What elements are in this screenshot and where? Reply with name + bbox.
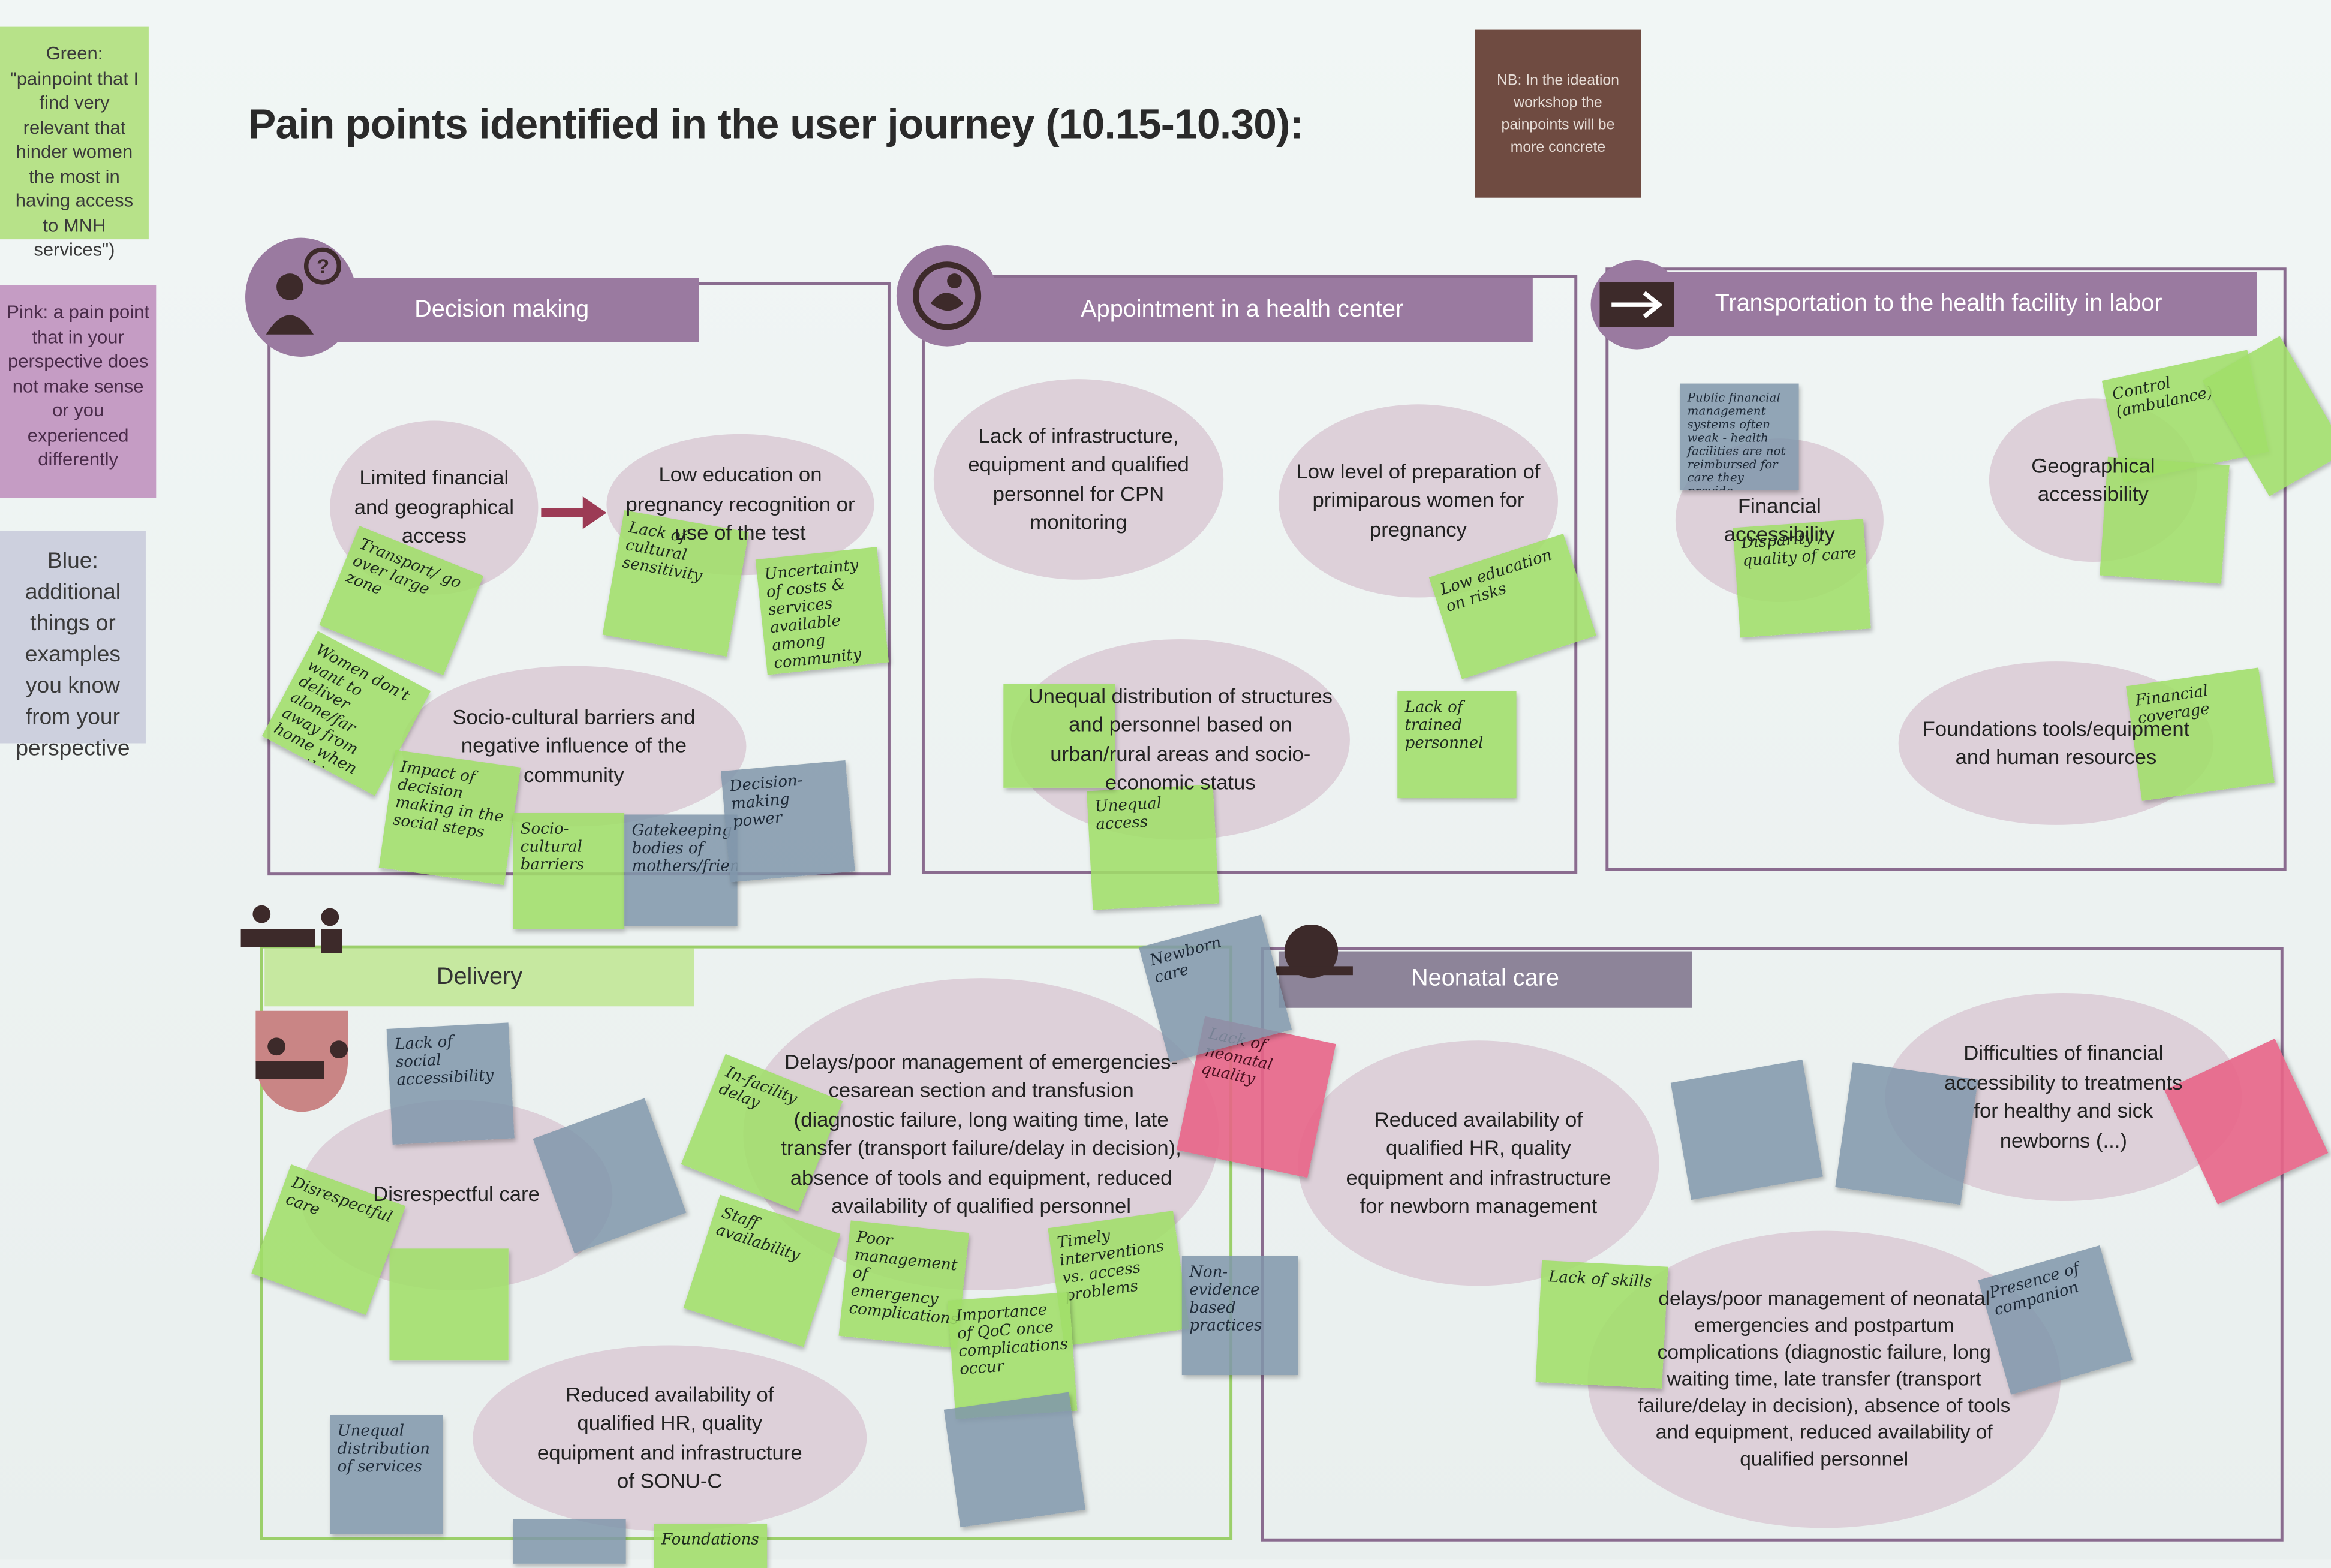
legend-blue-note: Blue: additional things or examples you … xyxy=(0,531,146,761)
sticky-note-blank[interactable] xyxy=(1003,684,1115,788)
pain-point-bubble xyxy=(1298,1040,1659,1286)
sticky-note-blank[interactable] xyxy=(513,1519,626,1564)
sticky-note[interactable]: Socio-cultural barriers xyxy=(513,813,625,929)
transport-header: Transportation to the health facility in… xyxy=(1620,272,2257,336)
neonatal-section xyxy=(1261,947,2284,1542)
sticky-note[interactable]: Lack of skills xyxy=(1535,1260,1668,1389)
sticky-note[interactable]: Lack of social accessibility xyxy=(386,1022,515,1145)
sticky-note[interactable]: Disparity / quality of care xyxy=(1733,519,1871,638)
sticky-note[interactable]: Lack of trained personnel xyxy=(1397,691,1517,799)
transport-section xyxy=(1605,267,2287,871)
sticky-note[interactable]: Impact of decision making in the social … xyxy=(378,750,521,886)
sticky-note-blank[interactable] xyxy=(1670,1060,1823,1200)
decision-header: Decision making xyxy=(305,278,699,342)
person-question-icon: ? xyxy=(245,237,357,357)
sticky-note[interactable]: Lack of cultural sensitivity xyxy=(602,510,749,657)
legend-pink-note: Pink: a pain point that in your perspect… xyxy=(0,285,157,498)
sticky-note[interactable]: Public financial management systems ofte… xyxy=(1680,383,1799,491)
sticky-note[interactable]: Financial coverage xyxy=(2125,667,2275,801)
delivery-icon xyxy=(238,899,360,967)
legend-green-note: Green: "painpoint that I find very relev… xyxy=(0,26,149,260)
appointment-header: Appointment in a health center xyxy=(951,278,1533,342)
pregnancy-icon xyxy=(896,245,998,347)
svg-text:?: ? xyxy=(316,255,329,278)
sticky-note-blank[interactable] xyxy=(2100,456,2230,584)
sticky-note[interactable]: Uncertainty of costs & services availabl… xyxy=(755,547,889,675)
sticky-note[interactable]: Unequal access xyxy=(1087,784,1219,910)
delivery-icon-alt xyxy=(255,1010,348,1112)
neonatal-header: Neonatal care xyxy=(1278,951,1692,1008)
sticky-note-blank[interactable] xyxy=(389,1248,509,1361)
pain-point-bubble xyxy=(473,1345,867,1531)
page-title: Pain points identified in the user journ… xyxy=(248,101,1304,148)
arrow-right-icon xyxy=(1590,260,1683,350)
delivery-header: Delivery xyxy=(264,948,694,1007)
sticky-note[interactable]: Decision-making power xyxy=(721,760,855,883)
nb-note: NB: In the ideation workshop the painpoi… xyxy=(1475,29,1641,198)
sticky-note-blank[interactable] xyxy=(943,1392,1086,1528)
sticky-note[interactable]: Foundations xyxy=(654,1523,768,1568)
incubator-icon xyxy=(1267,922,1356,994)
arrow-icon xyxy=(541,496,607,529)
sticky-note-blank[interactable] xyxy=(1835,1062,1978,1205)
pain-point-bubble xyxy=(933,379,1224,580)
sticky-note[interactable]: Gatekeeping bodies of mothers/friends xyxy=(624,814,738,926)
sticky-note[interactable]: Non-evidence based practices xyxy=(1181,1256,1298,1376)
sticky-note[interactable]: Unequal distribution of services xyxy=(330,1415,443,1534)
